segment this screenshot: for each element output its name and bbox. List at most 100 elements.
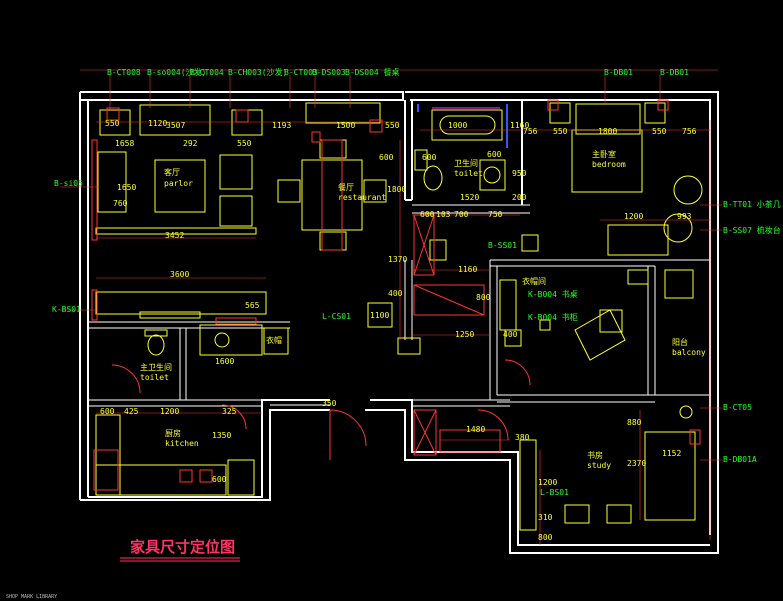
dim-text: 565: [245, 301, 260, 310]
dim-text: 800: [538, 533, 553, 542]
dim-text: 3600: [170, 270, 189, 279]
accents: [417, 104, 508, 148]
room-label-cn: 主卧室: [592, 149, 616, 159]
room-label-en: balcony: [672, 348, 706, 357]
room-label-en: restaurant: [338, 193, 386, 202]
dim-text: 750: [488, 210, 503, 219]
dim-text: 400: [388, 289, 403, 298]
dim-text: 1160: [510, 121, 529, 130]
dim-text: 550: [385, 121, 400, 130]
room-label-cn: 书房: [587, 450, 603, 460]
dim-text: 760: [113, 199, 128, 208]
room-label-cn: 厨房: [165, 428, 181, 438]
dim-text: 756: [682, 127, 697, 136]
dim-text: 756: [523, 127, 538, 136]
footer-note: SHOP MARK LIBRARY: [6, 594, 57, 600]
code-label: B-SS01: [488, 241, 517, 250]
room-label-en: parlor: [164, 179, 193, 188]
room-label-cn: 卫生间: [454, 158, 478, 168]
room-label-cn: 主卫生间: [140, 362, 172, 372]
dimension-numbers: 550 1120 3507 1193 1500 550 1000 1160 75…: [100, 119, 697, 542]
dim-text: 380: [515, 433, 530, 442]
dim-text: 400: [503, 330, 518, 339]
dim-text: 600: [100, 407, 115, 416]
dim-text: 1152: [662, 449, 681, 458]
dim-text: 1200: [538, 478, 557, 487]
dim-text: 1120: [148, 119, 167, 128]
dim-text: 993: [677, 212, 692, 221]
code-label: B-DB01: [660, 68, 689, 77]
dim-text: 1160: [458, 265, 477, 274]
code-label: B-CT05: [723, 403, 752, 412]
dim-text: 1658: [115, 139, 134, 148]
dim-text: 1370: [388, 255, 407, 264]
dim-text: 600: [487, 150, 502, 159]
dim-text: 1650: [117, 183, 136, 192]
dim-text: 1200: [624, 212, 643, 221]
dim-text: 800: [476, 293, 491, 302]
dim-text: 600: [422, 153, 437, 162]
dim-text: 3452: [165, 231, 184, 240]
dim-text: 1200: [160, 407, 179, 416]
dim-text: 550: [105, 119, 120, 128]
code-label: B-CT004: [190, 68, 224, 77]
dim-text: 103: [436, 210, 451, 219]
room-label-cn: 阳台: [672, 337, 688, 347]
dim-text: 1000: [448, 121, 467, 130]
dimension-lines: [60, 69, 722, 545]
code-label: B-DS003: [312, 68, 346, 77]
dim-text: 1193: [272, 121, 291, 130]
room-label-cn: 衣帽: [266, 335, 282, 345]
code-label: L-BS01: [540, 488, 569, 497]
dim-text: 325: [222, 407, 237, 416]
dim-text: 950: [512, 169, 527, 178]
room-label-en: toilet: [140, 373, 169, 382]
code-label: B-CT003: [284, 68, 318, 77]
room-label-en: kitchen: [165, 439, 199, 448]
dim-text: 1480: [466, 425, 485, 434]
dim-text: 425: [124, 407, 139, 416]
dim-text: 3507: [166, 121, 185, 130]
dim-text: 1350: [212, 431, 231, 440]
dim-text: 310: [538, 513, 553, 522]
room-labels: 客厅 parlor 餐厅 restaurant 卫生间 toilet 主卧室 b…: [140, 149, 706, 470]
dim-text: 1520: [460, 193, 479, 202]
dim-text: 292: [183, 139, 198, 148]
top-codes: B-CT008 B-so004(沙发) B-CT004 B-CH003(沙发) …: [107, 67, 689, 77]
room-label-en: bedroom: [592, 160, 626, 169]
drawing-title: 家具尺寸定位图: [120, 538, 240, 562]
code-label: B-DB01A: [723, 455, 757, 464]
code-label: B-DB01: [604, 68, 633, 77]
code-label: K-BS01: [52, 305, 81, 314]
code-label: K-B004 书柜: [528, 312, 578, 322]
dim-text: 550: [652, 127, 667, 136]
dim-text: 600: [379, 153, 394, 162]
code-label: B-si05: [54, 179, 83, 188]
room-label-cn: 餐厅: [338, 183, 354, 192]
page-title: 家具尺寸定位图: [130, 538, 235, 556]
dim-text: 1250: [455, 330, 474, 339]
dim-text: 600: [420, 210, 435, 219]
dim-text: 880: [627, 418, 642, 427]
dim-text: 350: [322, 399, 337, 408]
dim-text: 2370: [627, 459, 646, 468]
dim-text: 600: [212, 475, 227, 484]
room-label-cn: 客厅: [164, 167, 180, 177]
dim-text: 1600: [215, 357, 234, 366]
dim-text: 550: [237, 139, 252, 148]
side-codes: B-si05 K-BS01 B-TT01 小茶几 B-SS07 梳妆台 B-CT…: [52, 179, 781, 497]
dim-text: 550: [553, 127, 568, 136]
code-label: B-so004(沙发): [147, 67, 206, 77]
dim-text: 1800: [598, 127, 617, 136]
dim-text: 1500: [336, 121, 355, 130]
dim-text: 1800: [387, 185, 406, 194]
room-label-cn: 衣帽间: [522, 276, 546, 286]
code-label: B-TT01 小茶几: [723, 199, 781, 209]
interior-walls: [88, 100, 710, 407]
code-label: L-CS01: [322, 312, 351, 321]
room-label-en: toilet: [454, 169, 483, 178]
code-label: B-DS004 餐桌: [345, 67, 400, 77]
dim-text: 1100: [370, 311, 389, 320]
dim-text: 200: [512, 193, 527, 202]
